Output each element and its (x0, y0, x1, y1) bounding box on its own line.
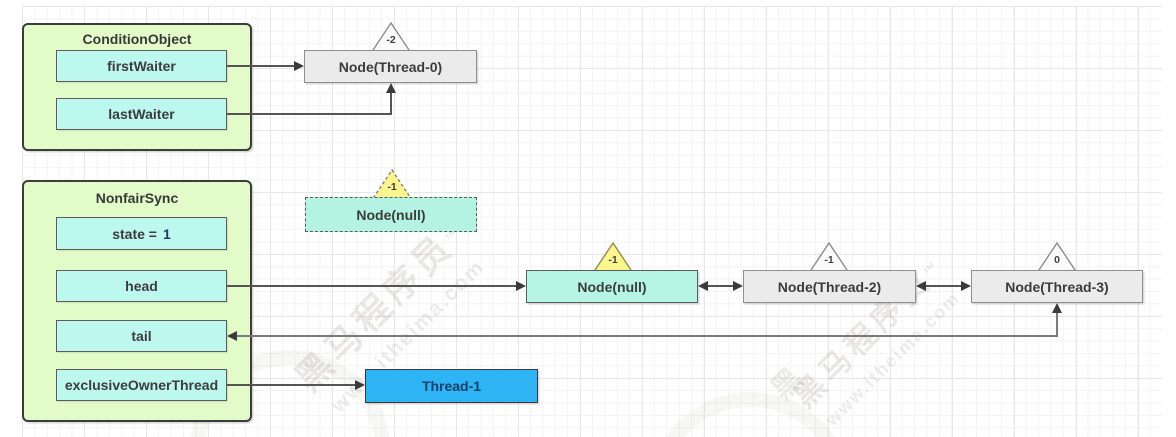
arrow-owner-to-thread1 (227, 384, 358, 386)
field-tail: tail (56, 320, 227, 352)
arrowhead-right-icon (355, 380, 365, 390)
condition-object-group: ConditionObject (22, 23, 252, 151)
waitstatus-value: -1 (387, 181, 397, 193)
node-thread-0: Node(Thread-0) (304, 50, 477, 83)
link-thread2-thread3 (923, 285, 963, 287)
arrowhead-right-icon (516, 281, 526, 291)
arrowhead-right-icon (961, 281, 971, 291)
state-value: 1 (162, 225, 171, 242)
state-label: state = (112, 225, 157, 242)
waitstatus-value: -1 (608, 254, 618, 266)
arrowhead-left-icon (227, 331, 237, 341)
waitstatus-triangle-nodenull: -1 (592, 241, 634, 273)
arrow-lastwaiter-to-node (227, 113, 392, 115)
arrow-tail-to-thread3 (1056, 311, 1058, 337)
node-null-dashed: Node(null) (305, 197, 477, 232)
waitstatus-triangle-thread3: 0 (1036, 241, 1078, 273)
arrowhead-right-icon (733, 281, 743, 291)
arrow-lastwaiter-to-node (390, 92, 392, 115)
condition-object-title: ConditionObject (82, 31, 192, 47)
field-first-waiter: firstWaiter (56, 50, 227, 82)
field-head: head (56, 270, 227, 302)
arrowhead-left-icon (916, 281, 926, 291)
nonfair-sync-title: NonfairSync (95, 190, 179, 206)
arrowhead-up-icon (386, 83, 396, 93)
field-last-waiter: lastWaiter (56, 98, 227, 130)
waitstatus-value: 0 (1054, 254, 1060, 266)
field-state: state = 1 (56, 217, 227, 250)
arrowhead-right-icon (294, 61, 304, 71)
arrowhead-up-icon (1052, 303, 1062, 313)
arrow-head-to-nodenull (227, 285, 518, 287)
waitstatus-triangle-thread2: -1 (808, 241, 850, 273)
thread-1-box: Thread-1 (365, 369, 538, 403)
node-thread-3: Node(Thread-3) (971, 270, 1143, 303)
arrow-tail-to-thread3 (236, 335, 1058, 337)
arrow-firstwaiter-to-node (227, 65, 296, 67)
waitstatus-triangle-thread0: -2 (370, 21, 412, 53)
node-thread-2: Node(Thread-2) (743, 270, 916, 303)
node-null: Node(null) (526, 270, 698, 303)
waitstatus-value: -1 (824, 254, 834, 266)
waitstatus-value: -2 (386, 34, 396, 46)
link-nodenull-thread2 (705, 285, 737, 287)
field-exclusive-owner-thread: exclusiveOwnerThread (56, 369, 227, 401)
arrowhead-left-icon (698, 281, 708, 291)
waitstatus-triangle-dashed-node: -1 (371, 168, 413, 200)
